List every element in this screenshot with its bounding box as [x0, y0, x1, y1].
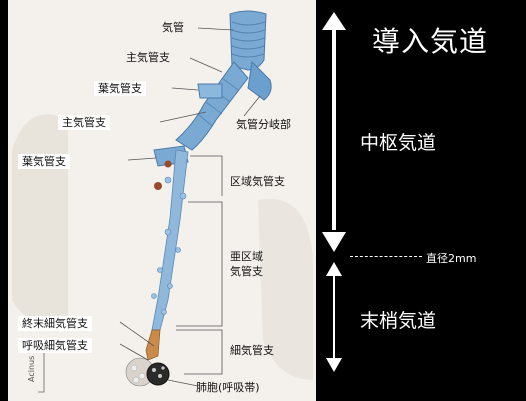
label-subsegmental-line2: 気管支: [230, 265, 263, 278]
diameter-dashed-line: [350, 256, 422, 257]
label-terminal-bronchiole: 終末細気管支: [18, 316, 92, 331]
arrow-shaft-top: [332, 30, 336, 230]
airway-drawing: Acinus: [12, 10, 313, 393]
airway-range-arrows: [322, 12, 346, 372]
label-bronchiole: 細気管支: [230, 344, 274, 357]
label-lobar-bronchus-left: 葉気管支: [18, 154, 70, 169]
label-carina: 気管分岐部: [236, 118, 291, 131]
label-main-bronchus-left: 主気管支: [58, 115, 110, 130]
arrow-head-up-bottom: [326, 262, 342, 276]
arrow-head-up-top: [322, 12, 346, 30]
label-respiratory-bronchiole: 呼吸細気管支: [18, 338, 92, 353]
label-segmental-bronchus: 区域気管支: [230, 175, 285, 188]
arrow-head-down-top: [322, 232, 346, 252]
acinus-label: Acinus: [27, 356, 36, 382]
airway-illustration-panel: Acinus 気管 主気管支 葉気管支 主気管支 気管分岐部 葉気管支 区域気管…: [8, 0, 316, 401]
diameter-label: 直径2mm: [426, 252, 477, 265]
arrow-head-down-bottom: [326, 358, 342, 372]
label-main-bronchus-upper: 主気管支: [126, 51, 170, 64]
arrow-shaft-bottom: [333, 276, 335, 358]
title-central-airway: 中枢気道: [360, 132, 437, 154]
title-conducting-airway: 導入気道: [372, 25, 489, 58]
label-subsegmental-line1: 亜区域: [230, 250, 263, 263]
label-trachea: 気管: [162, 21, 184, 34]
title-peripheral-airway: 末梢気道: [360, 310, 437, 332]
label-lobar-bronchus-upper: 葉気管支: [94, 81, 146, 96]
label-alveoli: 肺胞(呼吸帯): [196, 381, 260, 394]
